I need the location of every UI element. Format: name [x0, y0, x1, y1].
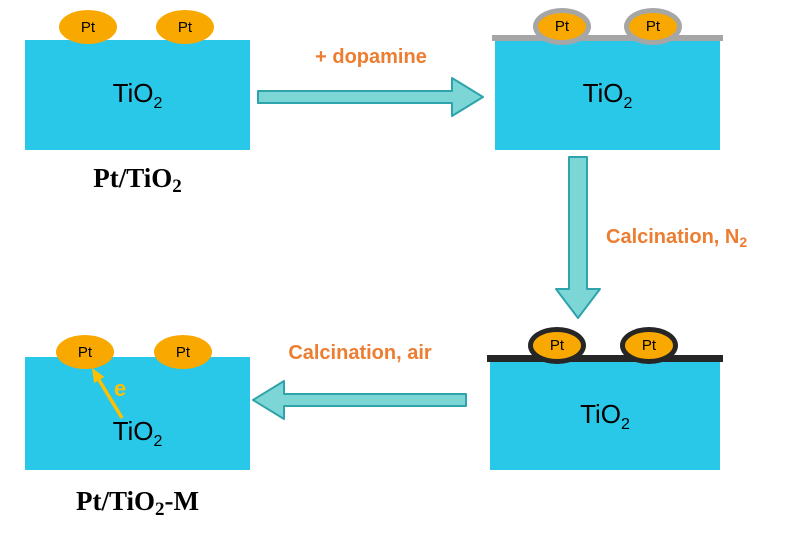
tio2-support-slab: TiO2	[25, 40, 250, 150]
tio2-formula: TiO2	[583, 78, 633, 113]
block-arrow-down-icon	[555, 156, 601, 319]
pt-nanoparticle-coated: Pt	[624, 8, 682, 45]
pt-label: Pt	[554, 18, 570, 35]
pt-nanoparticle: Pt	[59, 10, 117, 44]
caption-pt-tio2-m: Pt/TiO2-M	[25, 486, 250, 521]
pt-nanoparticle-carbon-coated: Pt	[528, 327, 586, 364]
pt-nanoparticle-carbon-coated: Pt	[620, 327, 678, 364]
pt-label: Pt	[177, 18, 193, 36]
pt-label: Pt	[549, 337, 565, 354]
calcination-n2-label-subscript: 2	[739, 234, 748, 250]
tio2-formula-base: TiO	[112, 77, 154, 108]
tio2-formula: TiO2	[113, 78, 163, 113]
block-arrow-left-icon	[252, 380, 467, 420]
tio2-formula: TiO2	[113, 416, 163, 451]
tio2-formula-subscript: 2	[623, 94, 633, 112]
tio2-support-slab: TiO2	[490, 362, 720, 470]
pt-label: Pt	[645, 18, 661, 35]
calcination-n2-step-label: Calcination, N2	[606, 226, 747, 250]
caption-pt-tio2: Pt/TiO2	[25, 163, 250, 198]
tio2-support-slab: TiO2	[495, 40, 720, 150]
pt-label: Pt	[641, 337, 657, 354]
tio2-formula: TiO2	[580, 399, 630, 434]
caption-suffix: -M	[164, 486, 199, 516]
pt-label: Pt	[80, 18, 96, 36]
electron-label: e	[114, 376, 127, 401]
pt-label: Pt	[175, 343, 191, 361]
tio2-formula-subscript: 2	[153, 433, 163, 450]
carbon-coating-layer	[487, 355, 723, 362]
tio2-formula-subscript: 2	[621, 415, 630, 433]
calcination-air-step-label: Calcination, air	[288, 342, 432, 364]
pt-nanoparticle: Pt	[154, 335, 212, 369]
caption-base: Pt/TiO	[76, 486, 156, 516]
pt-nanoparticle-coated: Pt	[533, 8, 591, 45]
pt-nanoparticle: Pt	[156, 10, 214, 44]
electron-transfer-arrow-icon	[92, 368, 124, 419]
calcination-n2-label-base: Calcination, N	[606, 226, 740, 248]
tio2-formula-base: TiO	[582, 77, 624, 108]
tio2-formula-base: TiO	[112, 416, 154, 446]
pt-label: Pt	[77, 343, 93, 361]
tio2-formula-base: TiO	[580, 398, 621, 429]
tio2-support-slab: TiO2	[25, 357, 250, 470]
caption-subscript: 2	[172, 176, 182, 197]
pt-nanoparticle: Pt	[56, 335, 114, 369]
tio2-formula-subscript: 2	[153, 94, 163, 112]
dopamine-coating-layer	[492, 35, 723, 41]
block-arrow-right-icon	[257, 77, 484, 117]
caption-subscript: 2	[155, 499, 165, 520]
dopamine-step-label: + dopamine	[315, 46, 427, 68]
caption-base: Pt/TiO	[93, 163, 173, 193]
